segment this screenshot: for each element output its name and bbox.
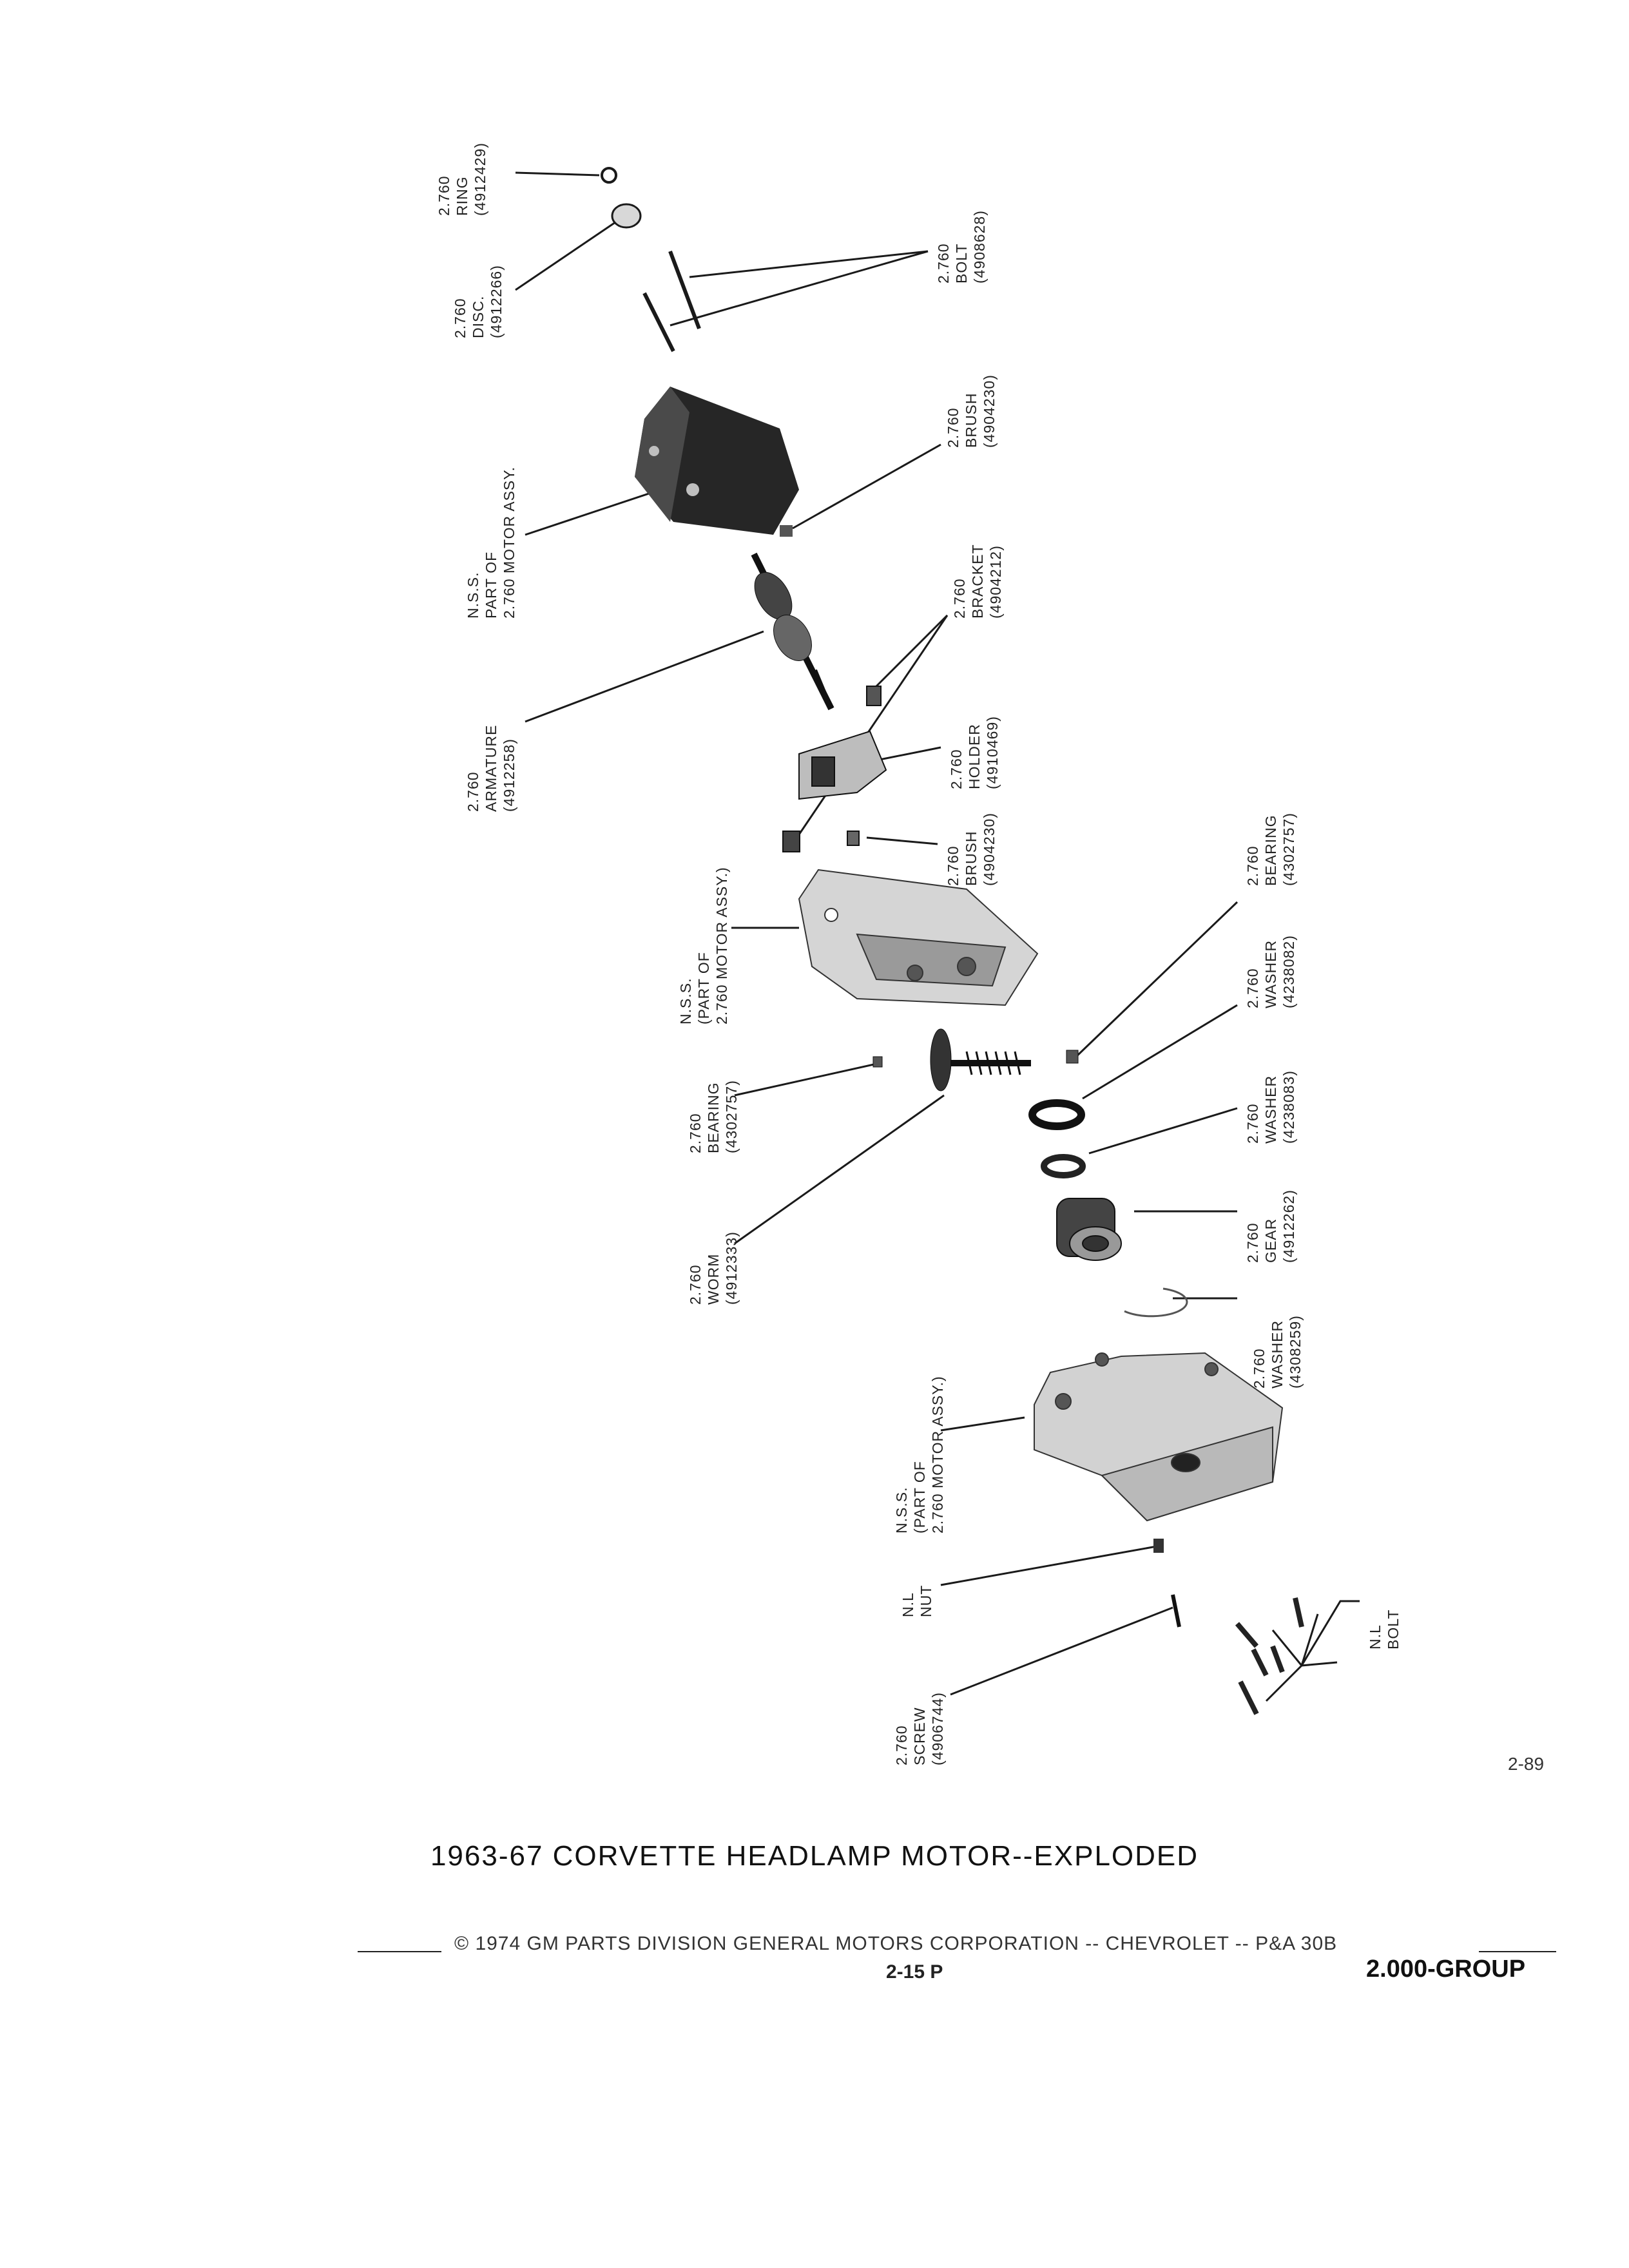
label-armature: 2.760 ARMATURE (4912258) (465, 724, 517, 812)
label-ring: 2.760 RING (4912429) (436, 142, 488, 216)
leader-bracket-b (791, 615, 949, 845)
nut-part (1153, 1539, 1164, 1553)
leader-disc (515, 221, 616, 291)
leader-bracket-a (872, 614, 949, 691)
figure-number: 2-89 (1508, 1754, 1545, 1774)
mid-housing-part (798, 869, 1039, 1006)
label-bearing-left: 2.760 BEARING (4302757) (687, 1080, 740, 1153)
screw-part (1171, 1594, 1181, 1628)
label-brush-mid: 2.760 BRUSH (4904230) (945, 812, 998, 886)
label-washer-1: 2.760 WASHER (4238082) (1244, 935, 1297, 1008)
leader-brush-mid (866, 836, 938, 845)
worm-part (872, 1028, 1079, 1091)
leader-bolt-b (670, 250, 929, 327)
footer-copyright: © 1974 GM PARTS DIVISION GENERAL MOTORS … (454, 1933, 1338, 1954)
bolt-nl-parts (1235, 1597, 1304, 1715)
leader-armature (525, 630, 764, 723)
leader-nut (940, 1545, 1157, 1586)
figure-caption: 1963-67 CORVETTE HEADLAMP MOTOR--EXPLODE… (430, 1840, 1199, 1872)
footer-rule-right (1479, 1951, 1556, 1952)
label-bracket: 2.760 BRACKET (4904212) (951, 544, 1004, 619)
label-nss-lower: N.S.S. (PART OF 2.760 MOTOR ASSY.) (893, 1376, 946, 1533)
label-worm: 2.760 WORM (4912333) (687, 1231, 740, 1305)
footer-rule-left (358, 1951, 441, 1952)
label-bolt-top: 2.760 BOLT (4908628) (935, 210, 988, 284)
leader-bolt-nl (1265, 1600, 1360, 1702)
washer-3-part (1124, 1287, 1188, 1318)
ring-part (601, 167, 617, 184)
label-nss-mid: N.S.S. (PART OF 2.760 MOTOR ASSY.) (677, 867, 730, 1024)
group-number: 2.000-GROUP (1366, 1956, 1526, 1983)
leader-bearing-right (1075, 901, 1239, 1058)
leader-ring (515, 171, 600, 177)
disc-part (611, 203, 642, 229)
armature-part (751, 552, 834, 711)
gear-part (1056, 1198, 1122, 1261)
leader-washer-1 (1082, 1004, 1238, 1100)
label-bearing-right: 2.760 BEARING (4302757) (1244, 812, 1297, 886)
leader-motor-housing (525, 488, 661, 536)
label-gear: 2.760 GEAR (4912262) (1244, 1189, 1297, 1263)
label-washer-3: 2.760 WASHER (4308259) (1251, 1315, 1304, 1389)
label-screw: 2.760 SCREW (4906744) (893, 1692, 946, 1765)
brush-holder-parts (782, 686, 887, 852)
motor-housing-part (635, 387, 799, 537)
label-disc: 2.760 DISC. (4912266) (452, 265, 505, 338)
label-washer-2: 2.760 WASHER (4238083) (1244, 1070, 1297, 1144)
label-bolt-nl: N.L BOLT (1367, 1609, 1402, 1649)
leader-brush-top (792, 443, 941, 530)
leader-washer-2 (1088, 1107, 1238, 1155)
washer-1-part (1028, 1099, 1085, 1130)
lower-housing-part (1034, 1352, 1284, 1522)
label-brush-top: 2.760 BRUSH (4904230) (945, 374, 998, 448)
label-holder: 2.760 HOLDER (4910469) (948, 716, 1001, 789)
page-number: 2-15 P (886, 1961, 943, 1983)
leader-worm (734, 1094, 945, 1245)
leader-holder (876, 746, 941, 762)
label-nss-motor-housing: N.S.S. PART OF 2.760 MOTOR ASSY. (465, 466, 517, 619)
washer-2-part (1041, 1154, 1086, 1178)
label-nut: N.L NUT (900, 1584, 934, 1617)
leader-bearing-left (734, 1062, 880, 1097)
bolt-parts (642, 250, 701, 352)
leader-bolt-a (689, 250, 929, 278)
leader-screw (950, 1606, 1173, 1696)
leader-nss-lower (940, 1416, 1025, 1432)
